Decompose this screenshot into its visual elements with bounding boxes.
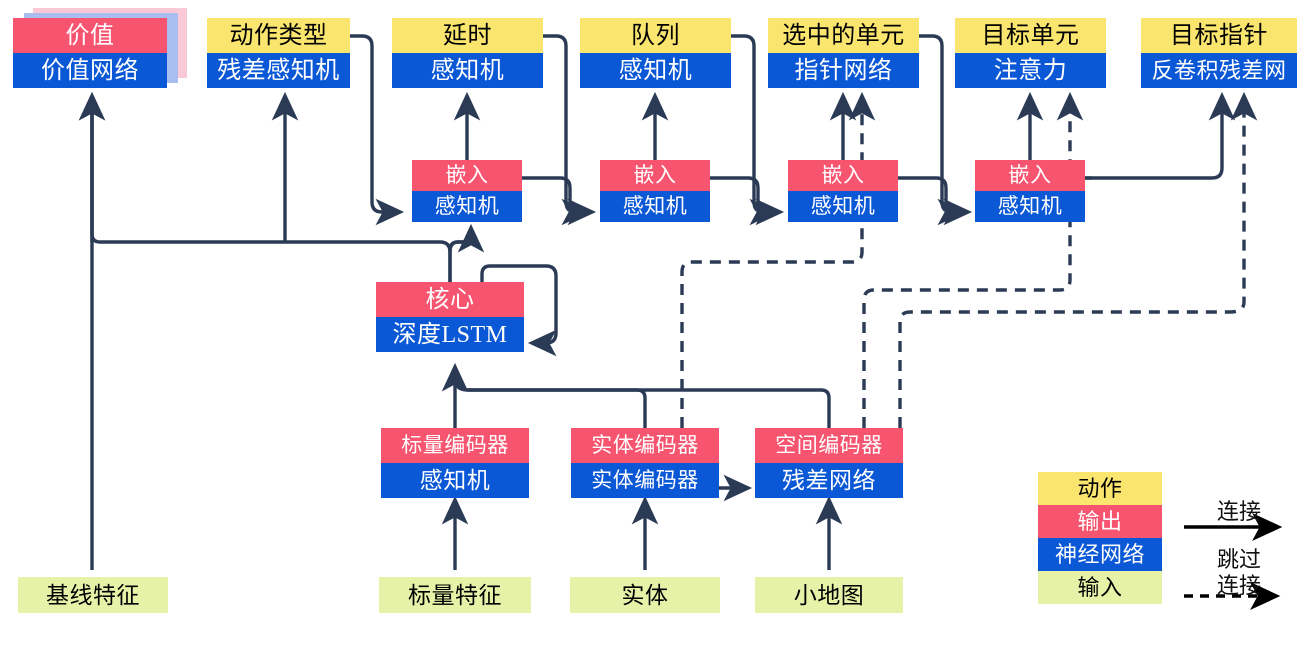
node-embed-1[interactable]: 嵌入 感知机 [412,160,522,222]
legend-label-skip-line1: 跳过 [1216,547,1261,572]
node-scalar-encoder-bottom: 感知机 [381,463,529,498]
node-action-type[interactable]: 动作类型 残差感知机 [207,18,350,88]
input-entities[interactable]: 实体 [570,577,720,613]
wire-core-trunk-right [448,236,472,282]
node-embed-3-bottom: 感知机 [788,191,898,222]
node-selected-unit-bottom: 指针网络 [768,53,919,88]
node-embed-1-bottom: 感知机 [412,191,522,222]
node-delay-bottom: 感知机 [392,53,543,88]
wire-core-to-embed1 [448,223,485,253]
node-embed-4-bottom: 感知机 [975,191,1085,222]
node-target-pointer[interactable]: 目标指针 反卷积残差网 [1141,18,1297,88]
input-minimap-label: 小地图 [755,577,903,613]
input-baseline-features-label: 基线特征 [18,577,168,613]
skip-spatial-encoder-to-target-pointer [898,91,1258,428]
input-minimap[interactable]: 小地图 [755,577,903,613]
node-embed-1-top: 嵌入 [412,160,522,191]
node-scalar-encoder[interactable]: 标量编码器 感知机 [381,428,529,498]
node-target-pointer-top: 目标指针 [1141,18,1297,53]
node-entity-encoder-bottom: 实体编码器 [571,463,719,498]
wire-embed3-to-embed4 [898,176,973,226]
node-core[interactable]: 核心 深度LSTM [376,282,524,352]
wire-embed2-to-embed3 [710,176,785,226]
input-scalar-features-label: 标量特征 [379,577,531,613]
node-value-bottom: 价值网络 [13,53,167,88]
node-target-unit-top: 目标单元 [955,18,1106,53]
legend-swatch-output: 输出 [1038,505,1162,538]
node-embed-4[interactable]: 嵌入 感知机 [975,160,1085,222]
node-scalar-encoder-top: 标量编码器 [381,428,529,463]
wire-core-to-value-branch [90,96,452,282]
wire-embed1-to-embed2 [522,176,597,226]
node-spatial-encoder[interactable]: 空间编码器 残差网络 [755,428,903,498]
node-value-top: 价值 [13,18,167,53]
node-core-bottom: 深度LSTM [376,317,524,352]
node-embed-2[interactable]: 嵌入 感知机 [600,160,710,222]
node-core-top: 核心 [376,282,524,317]
node-delay[interactable]: 延时 感知机 [392,18,543,88]
node-target-unit[interactable]: 目标单元 注意力 [955,18,1106,88]
legend-label-skip-line2: 连接 [1216,573,1261,598]
legend-swatch-action: 动作 [1038,472,1162,505]
node-value[interactable]: 价值 价值网络 [13,18,167,88]
node-action-type-top: 动作类型 [207,18,350,53]
node-entity-encoder[interactable]: 实体编码器 实体编码器 [571,428,719,498]
node-embed-3-top: 嵌入 [788,160,898,191]
node-entity-encoder-top: 实体编码器 [571,428,719,463]
node-queue[interactable]: 队列 感知机 [580,18,731,88]
node-selected-unit[interactable]: 选中的单元 指针网络 [768,18,919,88]
input-scalar-features[interactable]: 标量特征 [379,577,531,613]
node-delay-top: 延时 [392,18,543,53]
node-target-unit-bottom: 注意力 [955,53,1106,88]
node-embed-4-top: 嵌入 [975,160,1085,191]
legend-arrow-labels: 连接 跳过 连接 [1180,472,1298,604]
input-baseline-features[interactable]: 基线特征 [18,577,168,613]
skip-spatial-encoder-to-target-unit [862,91,1084,428]
node-embed-3[interactable]: 嵌入 感知机 [788,160,898,222]
node-selected-unit-top: 选中的单元 [768,18,919,53]
node-embed-2-top: 嵌入 [600,160,710,191]
input-entities-label: 实体 [570,577,720,613]
node-queue-top: 队列 [580,18,731,53]
node-embed-2-bottom: 感知机 [600,191,710,222]
node-action-type-bottom: 残差感知机 [207,53,350,88]
legend-swatch-input: 输入 [1038,571,1162,604]
node-target-pointer-bottom: 反卷积残差网 [1141,53,1297,88]
legend-swatch-network: 神经网络 [1038,538,1162,571]
legend-swatches: 动作 输出 神经网络 输入 [1038,472,1162,604]
node-queue-bottom: 感知机 [580,53,731,88]
legend-label-connection: 连接 [1216,499,1261,524]
wire-spatial-encoder-to-core [453,372,831,428]
skip-entity-encoder-to-selected-unit [680,91,876,428]
node-spatial-encoder-top: 空间编码器 [755,428,903,463]
node-spatial-encoder-bottom: 残差网络 [755,463,903,498]
wire-embed4-to-target-pointer [1085,91,1236,180]
wire-entity-encoder-to-core [453,372,647,428]
